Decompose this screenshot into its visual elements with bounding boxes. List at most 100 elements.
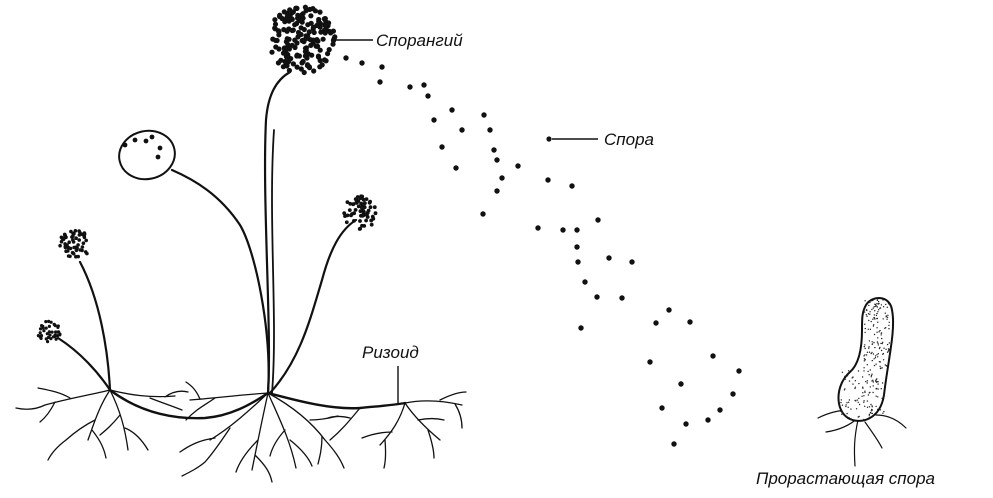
stipple-dot xyxy=(882,398,883,399)
spore-dot xyxy=(582,279,587,284)
spore-label: Спора xyxy=(604,131,654,148)
oval-spore-dot xyxy=(156,155,161,160)
sporangiophores xyxy=(58,72,356,393)
stipple-dot xyxy=(887,315,888,316)
stipple-dot xyxy=(869,300,870,301)
stipple-dot xyxy=(870,369,871,370)
stipple-dot xyxy=(872,380,873,381)
stalk-small-2 xyxy=(58,338,110,390)
spore-dot xyxy=(578,325,583,330)
stipple-dot xyxy=(873,324,874,325)
stipple-dot xyxy=(878,344,879,345)
stipple-dot xyxy=(888,303,889,304)
stipple-dot xyxy=(845,379,846,380)
stipple-dot xyxy=(864,391,865,392)
stipple-dot xyxy=(863,400,864,401)
rhizoid-left xyxy=(16,388,188,460)
stipple-dot xyxy=(875,364,876,365)
stipple-dot xyxy=(877,343,878,344)
sporangium-oval xyxy=(115,126,180,185)
spore-dot xyxy=(574,244,579,249)
stipple-dot xyxy=(866,354,867,355)
stipple-dot xyxy=(868,346,869,347)
stipple-dot xyxy=(879,361,880,362)
stipple-dot xyxy=(889,355,890,356)
stipple-dot xyxy=(869,417,870,418)
stipple-dot xyxy=(876,382,877,383)
stipple-dot xyxy=(867,400,868,401)
stipple-dot xyxy=(883,318,884,319)
stipple-dot xyxy=(877,322,878,323)
stipple-dot xyxy=(874,310,875,311)
stipple-dot xyxy=(863,395,864,396)
spore-dot xyxy=(499,175,504,180)
stipple-dot xyxy=(871,300,872,301)
stipple-dot xyxy=(874,365,875,366)
spore-dot xyxy=(359,60,364,65)
spore-dot xyxy=(594,294,599,299)
stipple-dot xyxy=(882,382,883,383)
stipple-dot xyxy=(872,343,873,344)
spore-dot xyxy=(377,79,382,84)
sporangium-small-1 xyxy=(58,229,88,259)
stipple-dot xyxy=(886,319,887,320)
stipple-dot xyxy=(866,309,867,310)
stipple-dot xyxy=(870,404,871,405)
stipple-dot xyxy=(869,314,870,315)
stipple-dot xyxy=(864,354,865,355)
stipple-dot xyxy=(848,407,849,408)
stipple-dot xyxy=(865,328,866,329)
spore-dot xyxy=(710,353,715,358)
stipple-dot xyxy=(844,376,845,377)
spore-dot xyxy=(431,117,436,122)
stipple-dot xyxy=(872,341,873,342)
stipple-dot xyxy=(872,319,873,320)
stipple-dot xyxy=(847,375,848,376)
stalk-right xyxy=(270,220,356,393)
stipple-dot xyxy=(872,406,873,407)
stipple-dot xyxy=(871,352,872,353)
stipple-dot xyxy=(862,388,863,389)
stipple-dot xyxy=(841,414,842,415)
stipple-dot xyxy=(881,388,882,389)
spore-dot xyxy=(671,441,676,446)
stipple-dot xyxy=(850,408,851,409)
stipple-dot xyxy=(882,367,883,368)
stipple-dot xyxy=(876,315,877,316)
stipple-dot xyxy=(869,392,870,393)
stipple-dot xyxy=(865,359,866,360)
stipple-dot xyxy=(874,317,875,318)
stipple-dot xyxy=(864,300,865,301)
stipple-dot xyxy=(848,417,849,418)
stipple-dot xyxy=(889,342,890,343)
stipple-dot xyxy=(887,317,888,318)
stipple-dot xyxy=(870,329,871,330)
spore-dot xyxy=(560,227,565,232)
stalk-oval xyxy=(172,170,269,393)
stipple-dot xyxy=(840,411,841,412)
stipple-dot xyxy=(877,341,878,342)
spore-dot xyxy=(481,112,486,117)
stipple-dot xyxy=(859,404,860,405)
stipple-dot xyxy=(867,382,868,383)
stipple-dot xyxy=(844,388,845,389)
stipple-dot xyxy=(842,412,843,413)
stipple-dot xyxy=(867,364,868,365)
stipple-dot xyxy=(875,406,876,407)
stipple-dot xyxy=(862,376,863,377)
stipple-dot xyxy=(888,325,889,326)
stipple-dot xyxy=(880,409,881,410)
stipple-dot xyxy=(855,387,856,388)
stipple-dot xyxy=(858,398,859,399)
stipple-dot xyxy=(874,314,875,315)
stipple-dot xyxy=(882,343,883,344)
stipple-dot xyxy=(873,381,874,382)
stipple-dot xyxy=(887,352,888,353)
stipple-dot xyxy=(864,406,865,407)
stipple-dot xyxy=(885,304,886,305)
stipple-dot xyxy=(866,316,867,317)
stipple-dot xyxy=(871,374,872,375)
stipple-dot xyxy=(880,368,881,369)
stipple-dot xyxy=(868,394,869,395)
